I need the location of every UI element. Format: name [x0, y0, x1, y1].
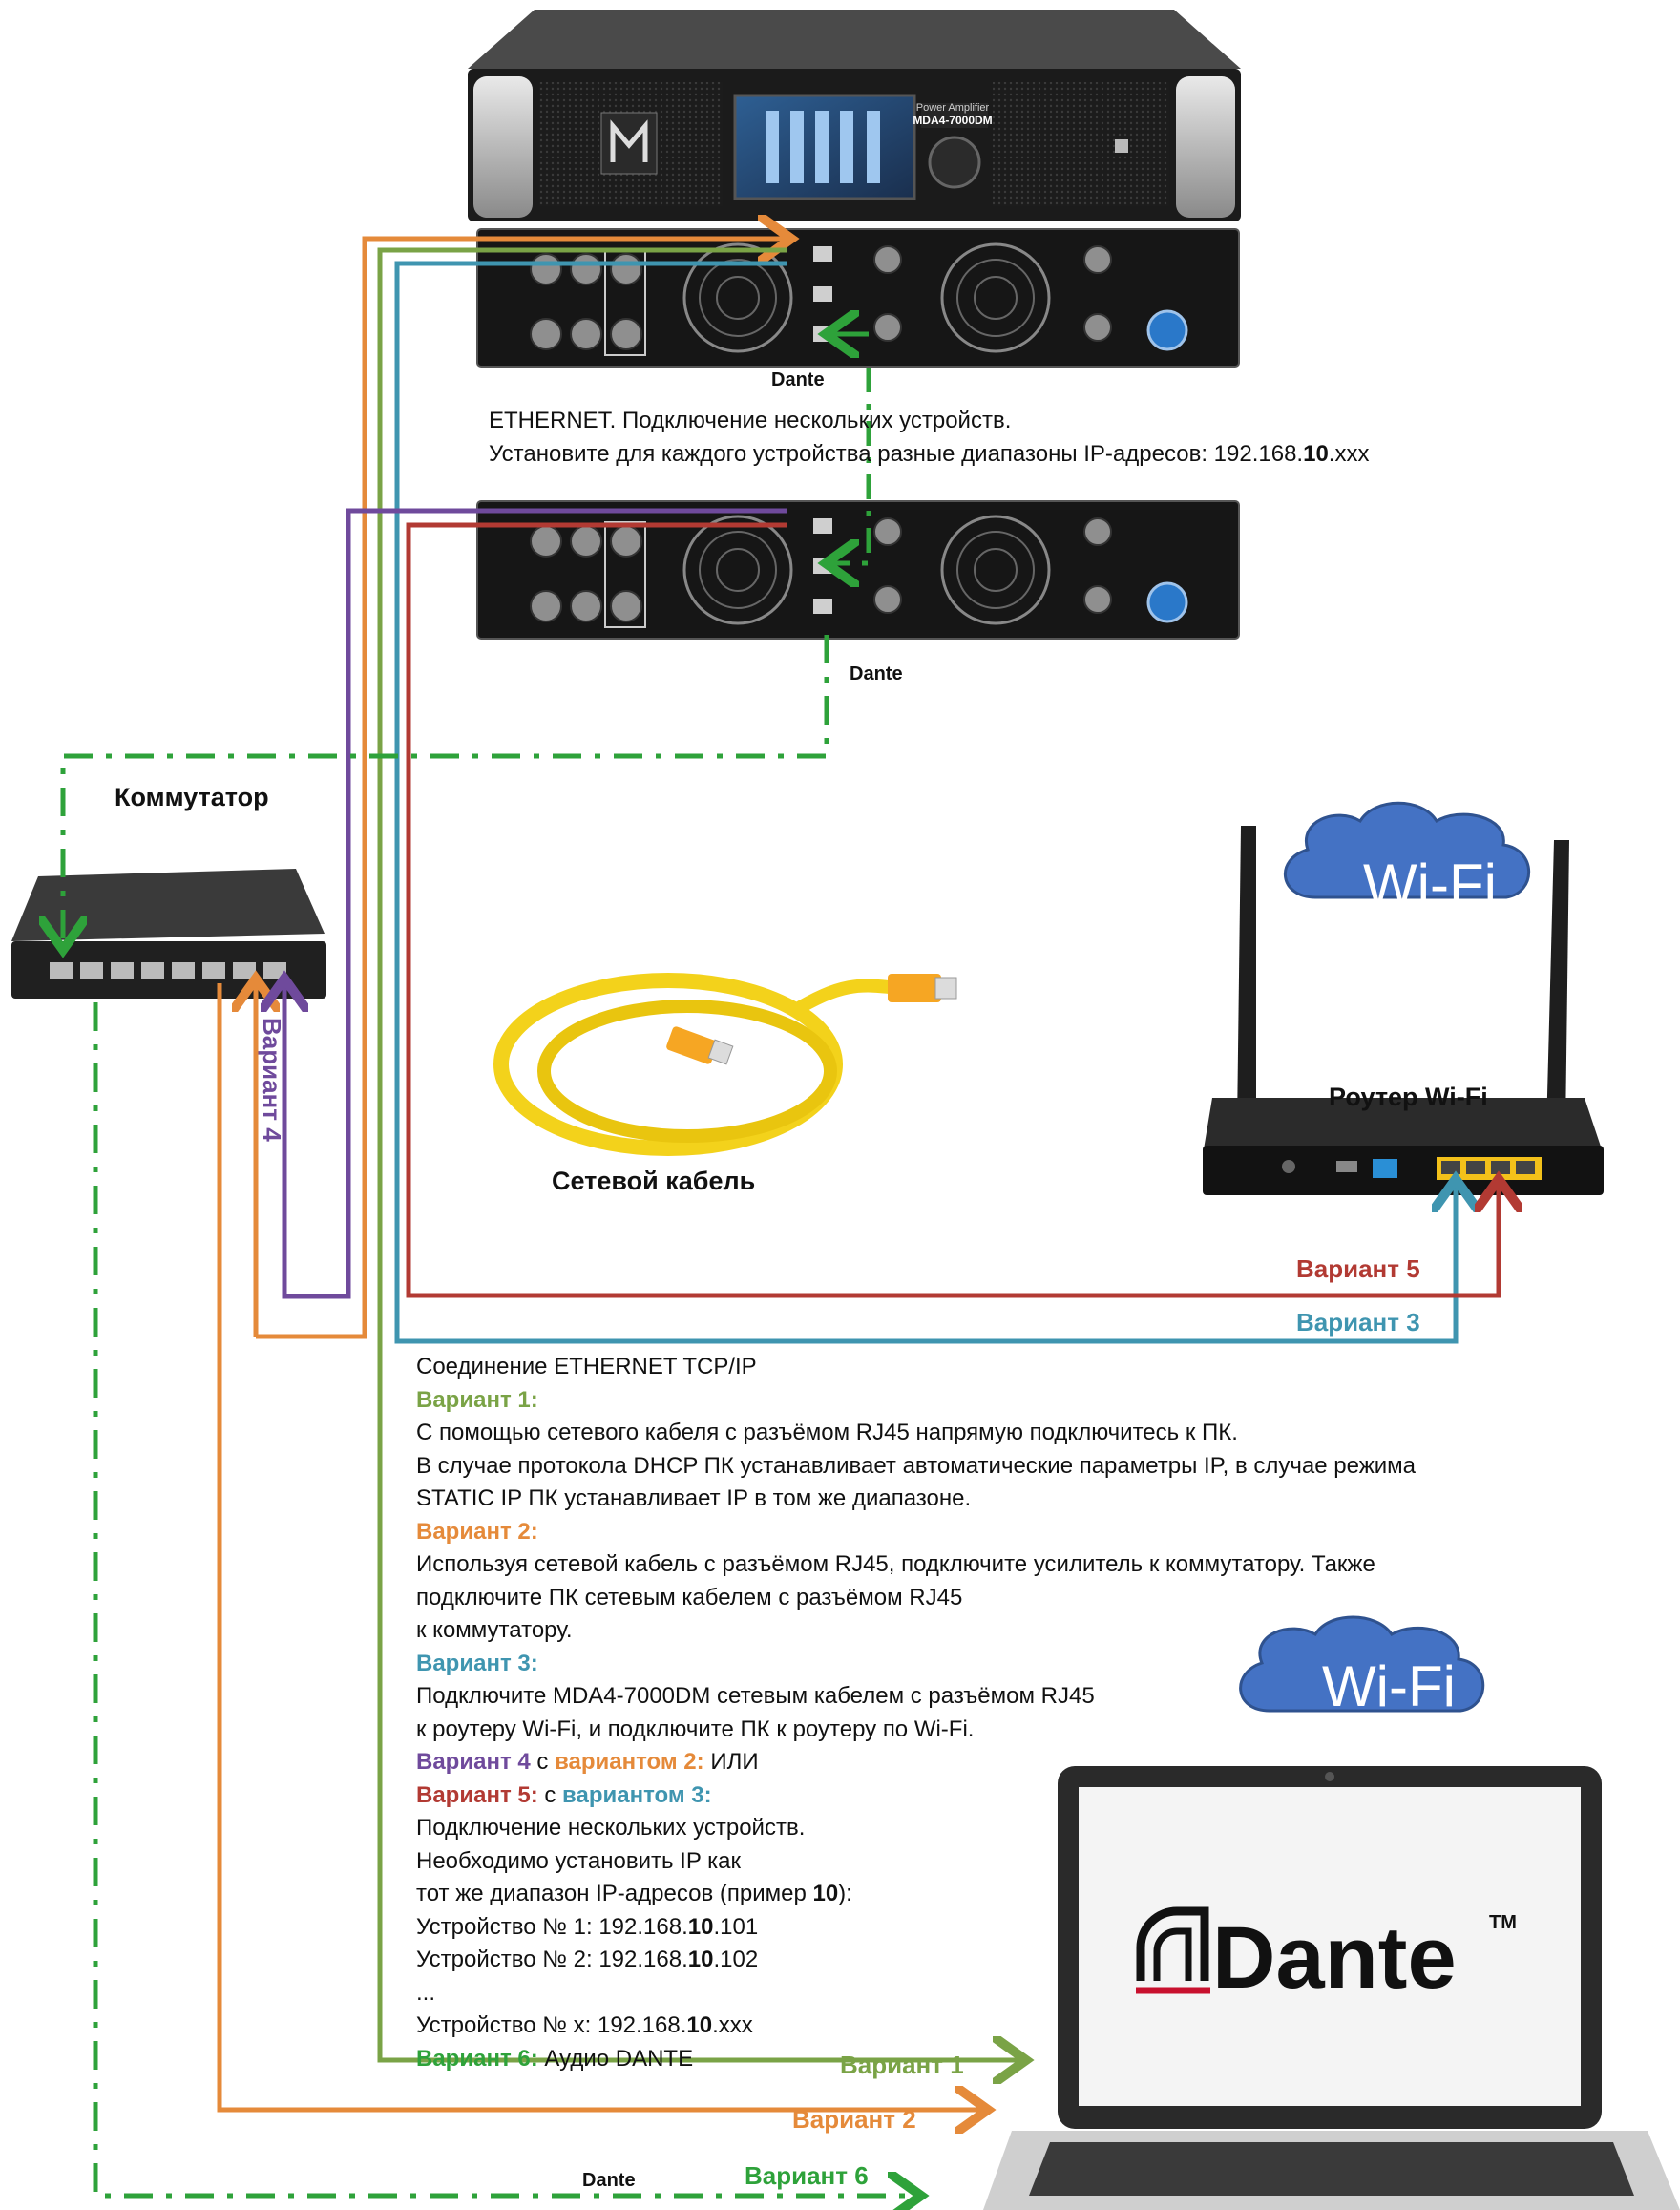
variant-1-label: Вариант 1: [840, 2051, 964, 2079]
svg-text:Dante: Dante: [850, 663, 903, 684]
v1-line-1: С помощью сетевого кабеля с разъёмом RJ4…: [416, 1420, 1238, 1445]
router-label: Роутер Wi-Fi: [1329, 1083, 1488, 1111]
amplifier-rear-2: [476, 500, 1240, 640]
wifi-cloud-laptop-label: Wi-Fi: [1322, 1654, 1456, 1718]
line-variant-6-switch: [63, 635, 830, 945]
amp-model-label: Power Amplifier: [916, 102, 990, 114]
ethernet-note-line-1: ETHERNET. Подключение нескольких устройс…: [489, 408, 1012, 433]
device-x-ip: Устройство № x: 192.168.10.xxx: [416, 2012, 753, 2038]
dante-logo-big: Dante TM: [1136, 1906, 1517, 2007]
wifi-cloud-router-label: Wi-Fi: [1363, 852, 1497, 916]
v6-line: Вариант 6: Аудио DANTE: [416, 2045, 694, 2072]
multi-line-2: Необходимо установить IP как: [416, 1847, 741, 1874]
device-1-ip: Устройство № 1: 192.168.10.101: [416, 1913, 759, 1940]
ellipsis-line: ...: [416, 1979, 436, 2006]
variant-6-label: Вариант 6: [745, 2161, 869, 2190]
v2-line-2: подключите ПК сетевым кабелем с разъёмом…: [416, 1584, 963, 1610]
v3-line-1: Подключите MDA4-7000DM сетевым кабелем с…: [416, 1683, 1095, 1709]
instructions-block: Соединение ETHERNET TCP/IP Вариант 1: С …: [416, 1351, 1416, 2075]
v4-line: Вариант 4 с вариантом 2: ИЛИ: [416, 1749, 759, 1775]
dante-logo-small-1: Dante: [771, 369, 825, 390]
v3-line-2: к роутеру Wi-Fi, и подключите ПК к роуте…: [416, 1715, 975, 1742]
line-variant-6-amps: [830, 368, 872, 563]
wifi-router: [1203, 826, 1604, 1195]
line-variant-2-laptop: [217, 983, 983, 2110]
svg-text:Dante: Dante: [1212, 1909, 1457, 2007]
v2-line-3: к коммутатору.: [416, 1617, 573, 1643]
network-switch: [11, 869, 326, 999]
line-variant-5: [406, 522, 1499, 1298]
variant-2-label: Вариант 2: [792, 2105, 916, 2134]
dante-logo-small-2: Dante: [850, 663, 903, 684]
v3-heading: Вариант 3:: [416, 1650, 538, 1676]
v1-heading: Вариант 1:: [416, 1386, 538, 1413]
switch-label: Коммутатор: [115, 783, 269, 811]
v1-line-3: STATIC IP ПК устанавливает IP в том же д…: [416, 1485, 972, 1511]
amplifier-front: Power Amplifier MDA4-7000DM: [468, 10, 1241, 221]
svg-text:Dante: Dante: [582, 2170, 636, 2191]
wifi-cloud-laptop: [1239, 1615, 1485, 1713]
variant-4-label: Вариант 4: [258, 1018, 286, 1142]
variant-5-label: Вариант 5: [1296, 1254, 1420, 1283]
svg-text:Dante: Dante: [771, 369, 825, 390]
line-variant-1: [377, 247, 1021, 2060]
multi-line-3: тот же диапазон IP-адресов (пример 10):: [416, 1881, 852, 1906]
svg-text:TM: TM: [1489, 1912, 1517, 1933]
ethernet-note-line-2: Установите для каждого устройства разные…: [489, 441, 1370, 467]
line-variant-3: [394, 261, 1456, 1344]
v1-line-2: В случае протокола DHCP ПК устанавливает…: [416, 1452, 1416, 1479]
v2-line-1: Используя сетевой кабель с разъёмом RJ45…: [416, 1551, 1376, 1577]
wifi-cloud-router: [1283, 801, 1531, 899]
device-2-ip: Устройство № 2: 192.168.10.102: [416, 1947, 759, 1972]
line-variant-4: [284, 508, 787, 1299]
dante-logo-small-3: Dante: [582, 2170, 636, 2191]
variant-3-label: Вариант 3: [1296, 1308, 1420, 1337]
laptop: [983, 1766, 1680, 2210]
v2-heading: Вариант 2:: [416, 1518, 538, 1545]
instructions-title: Соединение ETHERNET TCP/IP: [416, 1354, 757, 1379]
line-variant-2-amp: [256, 239, 787, 1339]
network-cable-image: [494, 973, 957, 1156]
multi-line-1: Подключение нескольких устройств.: [416, 1815, 806, 1841]
cable-label: Сетевой кабель: [552, 1167, 756, 1195]
amp-model-text: MDA4-7000DM: [913, 114, 992, 127]
v5-line: Вариант 5: с вариантом 3:: [416, 1781, 712, 1808]
